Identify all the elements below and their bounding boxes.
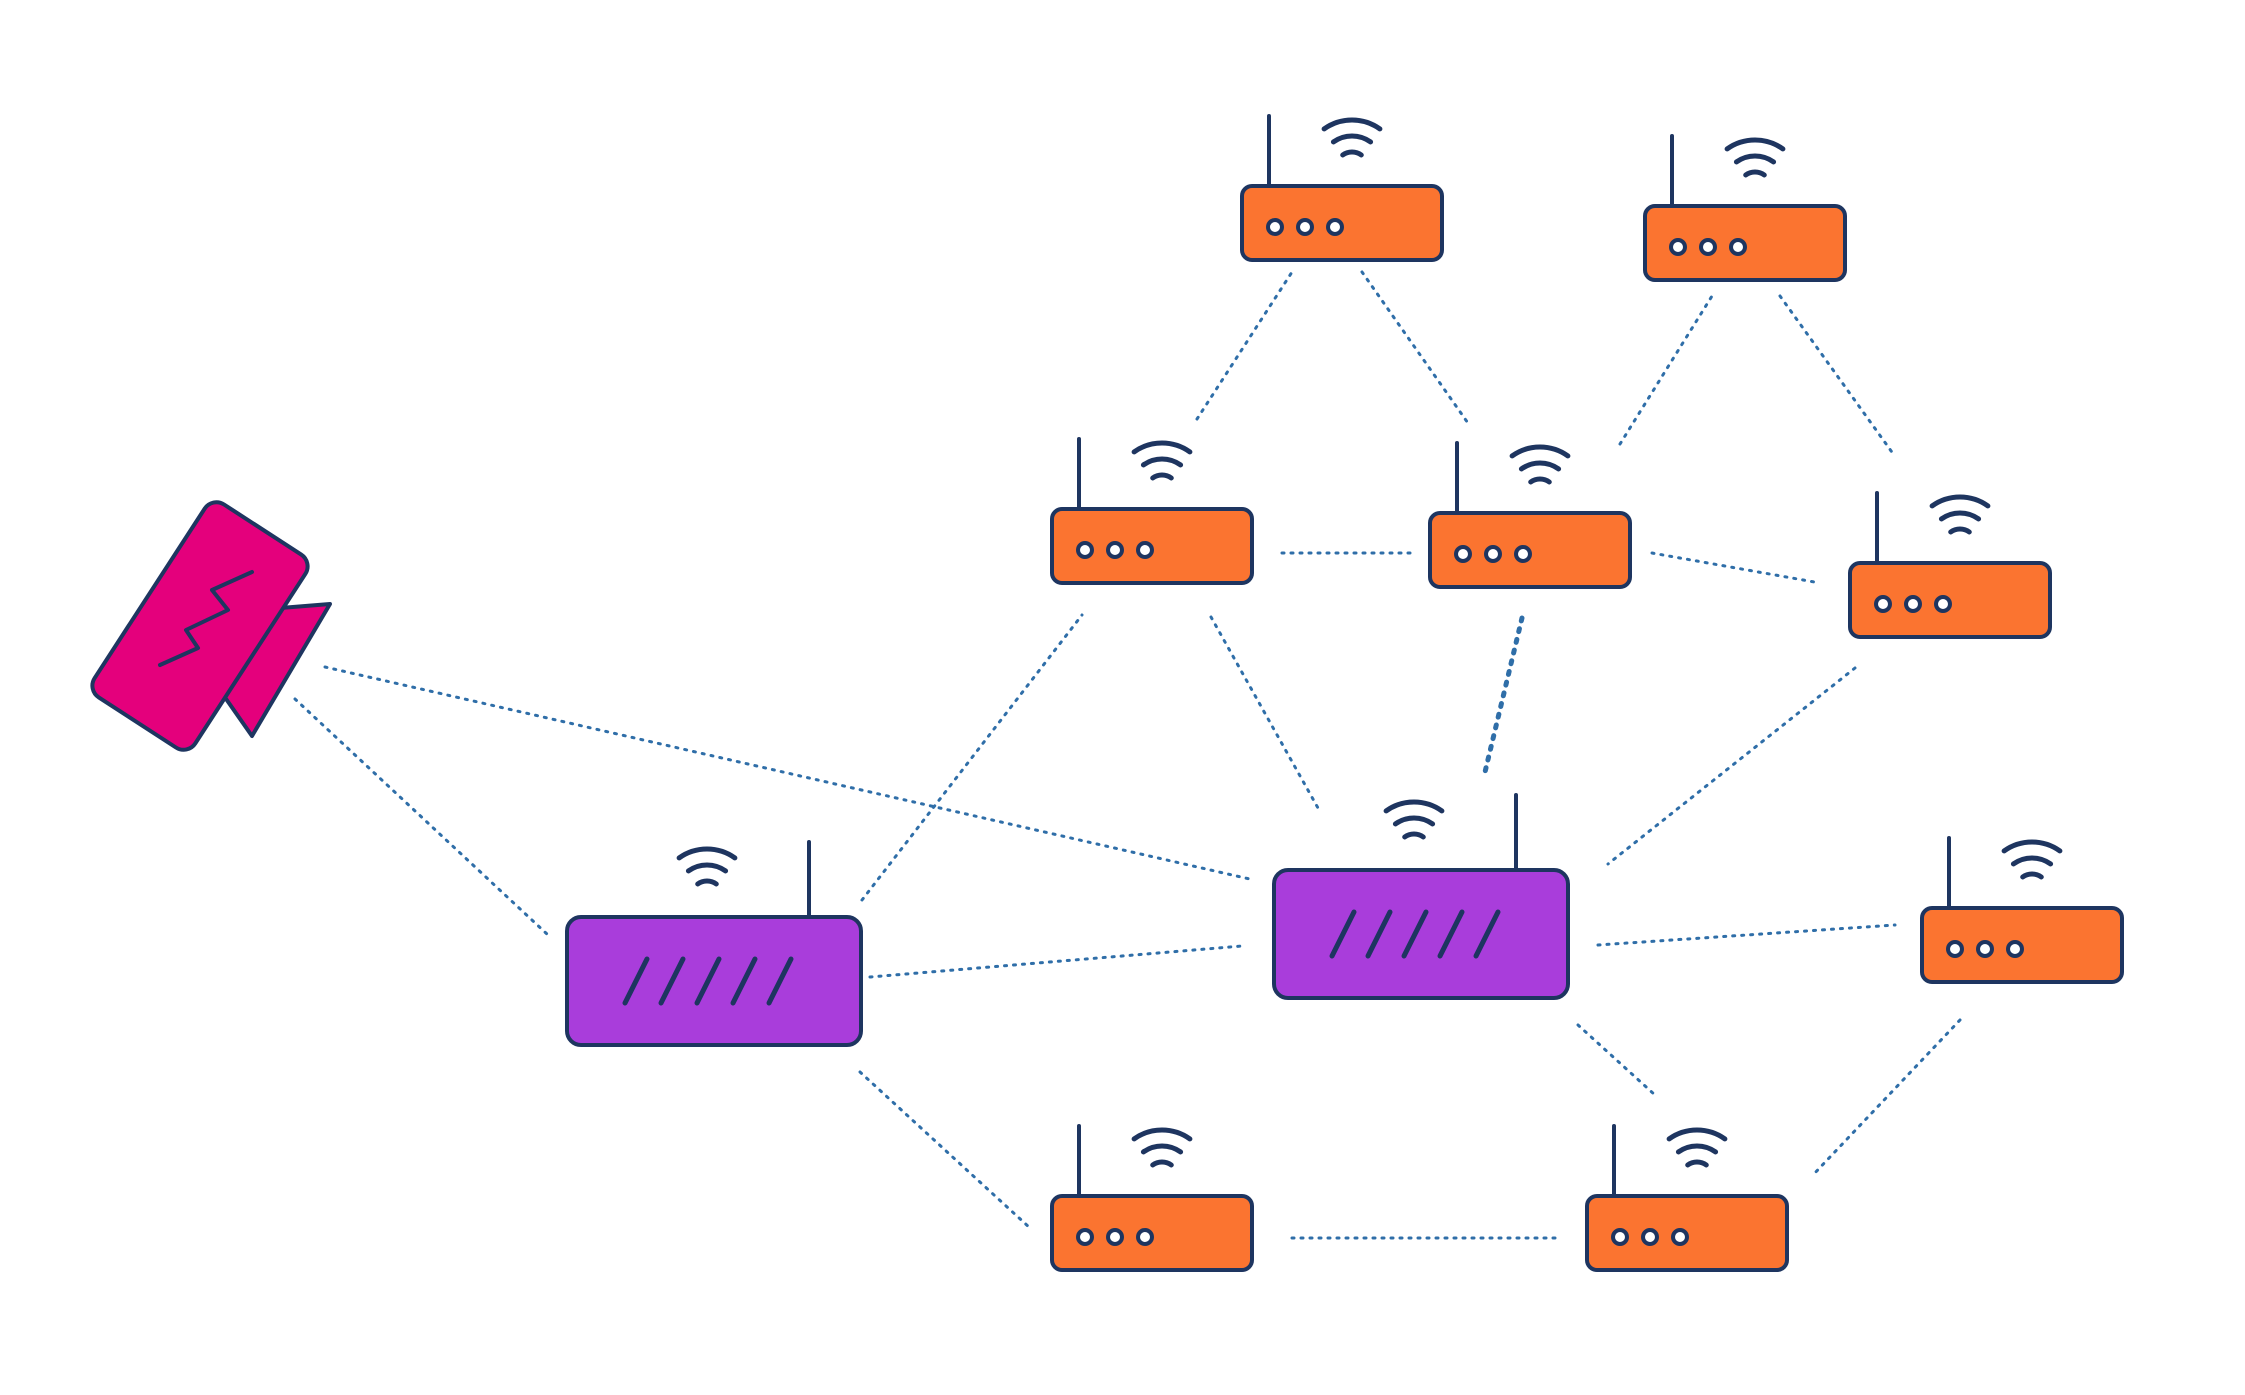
access-point-ap-bottom-2: [1585, 1124, 1789, 1272]
wifi-signal-icon: [2001, 839, 2063, 880]
link-hub-left-to-hub-center: [868, 944, 1244, 979]
wifi-signal-icon: [1666, 1127, 1728, 1168]
wifi-signal-icon: [1929, 494, 1991, 535]
wifi-router-icon: [1050, 437, 1254, 585]
mesh-router-hub-left: [565, 840, 863, 1047]
wifi-router-icon: [1585, 1124, 1789, 1272]
access-point-ap-right: [1920, 836, 2124, 984]
link-ap-top-1-to-ap-mid-2: [1360, 270, 1472, 428]
access-point-ap-mid-2: [1428, 441, 1632, 589]
wifi-signal-icon: [676, 846, 738, 887]
link-ap-mid-2-to-hub-center: [1482, 615, 1525, 775]
link-hub-left-to-ap-bottom-1: [858, 1070, 1032, 1230]
access-point-ap-top-2: [1643, 134, 1847, 282]
wifi-router-icon: [1920, 836, 2124, 984]
link-ap-mid-1-to-ap-top-1: [1195, 270, 1294, 421]
link-ap-right-to-ap-bottom-2: [1810, 1018, 1962, 1178]
link-ap-mid-1-to-hub-center: [1209, 615, 1320, 810]
link-hub-center-to-ap-bottom-2: [1576, 1023, 1657, 1097]
wifi-signal-icon: [1383, 799, 1445, 840]
network-nodes: [90, 114, 2124, 1272]
access-point-ap-mid-3: [1848, 491, 2052, 639]
link-gateway-to-hub-center: [323, 665, 1256, 882]
mesh-router-hub-center: [1272, 793, 1570, 1000]
wifi-router-icon: [1428, 441, 1632, 589]
wifi-signal-icon: [1509, 444, 1571, 485]
link-ap-mid-2-to-ap-top-2: [1618, 294, 1714, 446]
wifi-signal-icon: [1321, 117, 1383, 158]
wifi-router-icon: [1050, 1124, 1254, 1272]
link-ap-top-2-to-ap-mid-3: [1778, 294, 1896, 457]
wifi-router-icon: [1240, 114, 1444, 262]
lightning-device-icon: [90, 500, 332, 752]
connection-links: [293, 270, 1962, 1240]
link-ap-mid-2-to-ap-mid-3: [1650, 551, 1822, 585]
access-point-ap-bottom-1: [1050, 1124, 1254, 1272]
access-point-ap-mid-1: [1050, 437, 1254, 585]
link-hub-center-to-ap-right: [1596, 923, 1897, 947]
wifi-router-icon: [1643, 134, 1847, 282]
link-gateway-to-hub-left: [293, 697, 550, 937]
wifi-signal-icon: [1131, 440, 1193, 481]
link-ap-mid-3-to-hub-center: [1606, 666, 1857, 866]
link-hub-left-to-ap-mid-1: [860, 613, 1084, 902]
wifi-signal-icon: [1131, 1127, 1193, 1168]
gateway-device: [90, 500, 332, 752]
wifi-router-icon: [1848, 491, 2052, 639]
mesh-router-icon: [565, 840, 863, 1047]
mesh-router-icon: [1272, 793, 1570, 1000]
wifi-signal-icon: [1724, 137, 1786, 178]
access-point-ap-top-1: [1240, 114, 1444, 262]
